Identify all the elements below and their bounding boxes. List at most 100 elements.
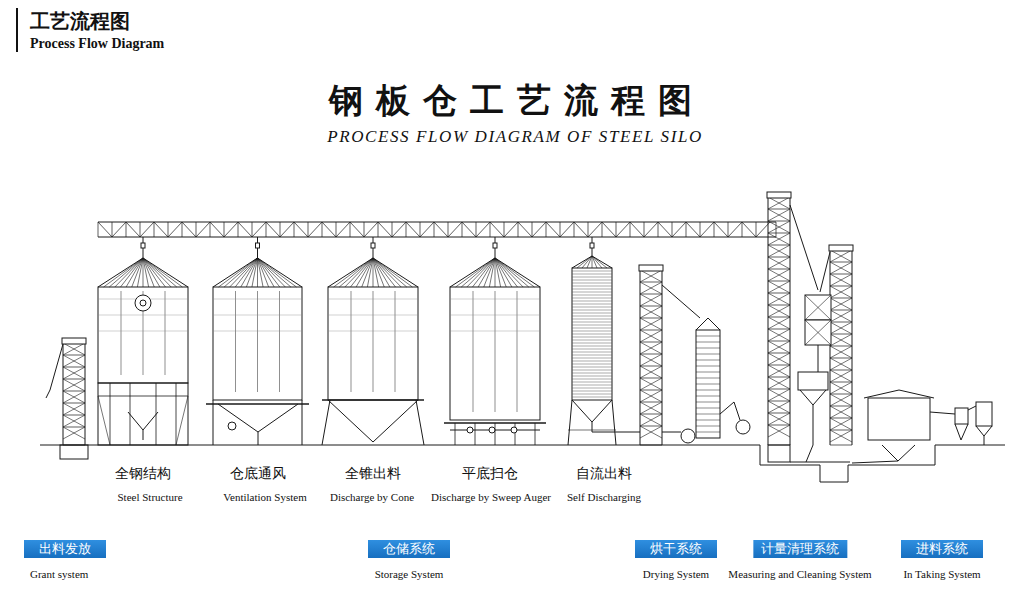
roof-rib: [456, 258, 495, 287]
conveyor-truss: [672, 222, 686, 237]
elevator-tower: [640, 378, 662, 379]
wall-ring: [450, 331, 540, 332]
elevator-tower: [640, 414, 662, 426]
elevator-tower: [768, 245, 790, 246]
shed-roof: [864, 390, 934, 398]
pit-outline: [760, 445, 935, 482]
elevator-tower: [768, 293, 790, 305]
roof-rib: [143, 258, 171, 287]
elevator-tower: [640, 354, 662, 366]
elevator-tower: [830, 370, 852, 382]
conveyor-truss: [476, 222, 490, 237]
silo-caption: 自流出料: [574, 465, 634, 483]
wall-corrugation: [572, 379, 612, 380]
ring-beam: [206, 403, 309, 404]
conveyor-truss: [294, 222, 295, 237]
silo-roof: [213, 258, 302, 287]
conveyor-truss: [728, 222, 729, 237]
elevator-tower: [768, 425, 790, 437]
conveyor-truss: [532, 222, 533, 237]
elevator-tower: [768, 377, 790, 389]
dust-duct: [930, 412, 955, 414]
elevator-tower: [768, 389, 790, 390]
elevator-tower: [768, 281, 790, 293]
elevator-tower: [640, 330, 662, 342]
roof-rib: [592, 256, 607, 268]
wall-corrugation: [572, 289, 612, 290]
elevator-tower: [830, 334, 852, 346]
pit-conveyor: [852, 461, 898, 463]
conveyor-truss: [714, 222, 715, 237]
roof-rib: [495, 258, 534, 287]
dryer-louver: [696, 414, 720, 415]
conveyor-truss: [98, 222, 99, 237]
conveyor-truss: [686, 222, 700, 237]
platform-leg: [535, 423, 536, 445]
wall-corrugation: [572, 328, 612, 329]
wall-corrugation: [572, 370, 612, 371]
wall-corrugation: [572, 277, 612, 278]
elevator-pit: [60, 445, 88, 459]
conveyor-truss: [560, 222, 574, 237]
bottom-cone: [572, 400, 612, 422]
dryer-louver: [696, 378, 720, 379]
dryer-louver: [696, 384, 720, 385]
weighing-scale: [798, 372, 828, 390]
silo-leg: [302, 400, 303, 445]
platform-leg: [515, 423, 516, 445]
system-tag-label: 计量清理系统: [753, 540, 847, 558]
wall-ring: [328, 315, 418, 316]
elevator-tower: [768, 389, 790, 401]
elevator-tower: [768, 197, 790, 209]
elevator-tower: [768, 293, 790, 294]
elevator-tower: [830, 346, 852, 358]
auger-outlet: [489, 427, 495, 433]
spout-valve: [493, 243, 497, 248]
conveyor-truss: [630, 222, 644, 237]
elevator-tower: [63, 367, 85, 379]
wall-ring: [98, 315, 188, 316]
elevator-tower: [830, 262, 852, 274]
dryer-louver: [696, 336, 720, 337]
elevator-tower: [830, 310, 852, 322]
conveyor-truss: [322, 222, 336, 237]
temperature-cable: [235, 291, 236, 392]
platform-leg: [455, 423, 456, 445]
discharge-pipe: [258, 432, 259, 445]
elevator-tower: [768, 341, 790, 353]
spout-valve: [256, 243, 260, 248]
roof-rib: [339, 258, 373, 287]
spout-valve: [141, 243, 145, 248]
conveyor-truss: [462, 222, 476, 237]
roof-rib: [224, 258, 257, 287]
conveyor-truss: [154, 222, 168, 237]
elevator-tower: [768, 329, 790, 330]
conveyor-truss: [644, 222, 645, 237]
dryer-louver: [696, 420, 720, 421]
roof-rib: [252, 258, 258, 287]
roof-rib: [373, 258, 407, 287]
chute: [806, 405, 813, 462]
elevator-tower: [830, 274, 852, 286]
bag-filter: [976, 402, 992, 426]
elevator-tower: [768, 233, 790, 245]
elevator-tower: [830, 310, 852, 311]
elevator-tower: [768, 389, 790, 401]
elevator-tower: [640, 366, 662, 378]
elevator-tower: [640, 342, 662, 354]
elevator-tower: [830, 334, 852, 335]
elevator-tower: [830, 394, 852, 395]
elevator-tower: [768, 209, 790, 221]
elevator-tower: [768, 233, 790, 234]
roof-rib: [473, 258, 496, 287]
aeration-fan: [228, 422, 236, 430]
elevator-tower: [768, 281, 790, 293]
roof-rib: [484, 258, 495, 287]
roof-rib: [351, 258, 374, 287]
wall-corrugation: [572, 301, 612, 302]
temperature-cable: [395, 291, 396, 392]
elevator-tower: [768, 269, 790, 270]
elevator-tower: [640, 270, 662, 282]
dryer-fan: [736, 420, 750, 434]
dryer-louver: [696, 360, 720, 361]
